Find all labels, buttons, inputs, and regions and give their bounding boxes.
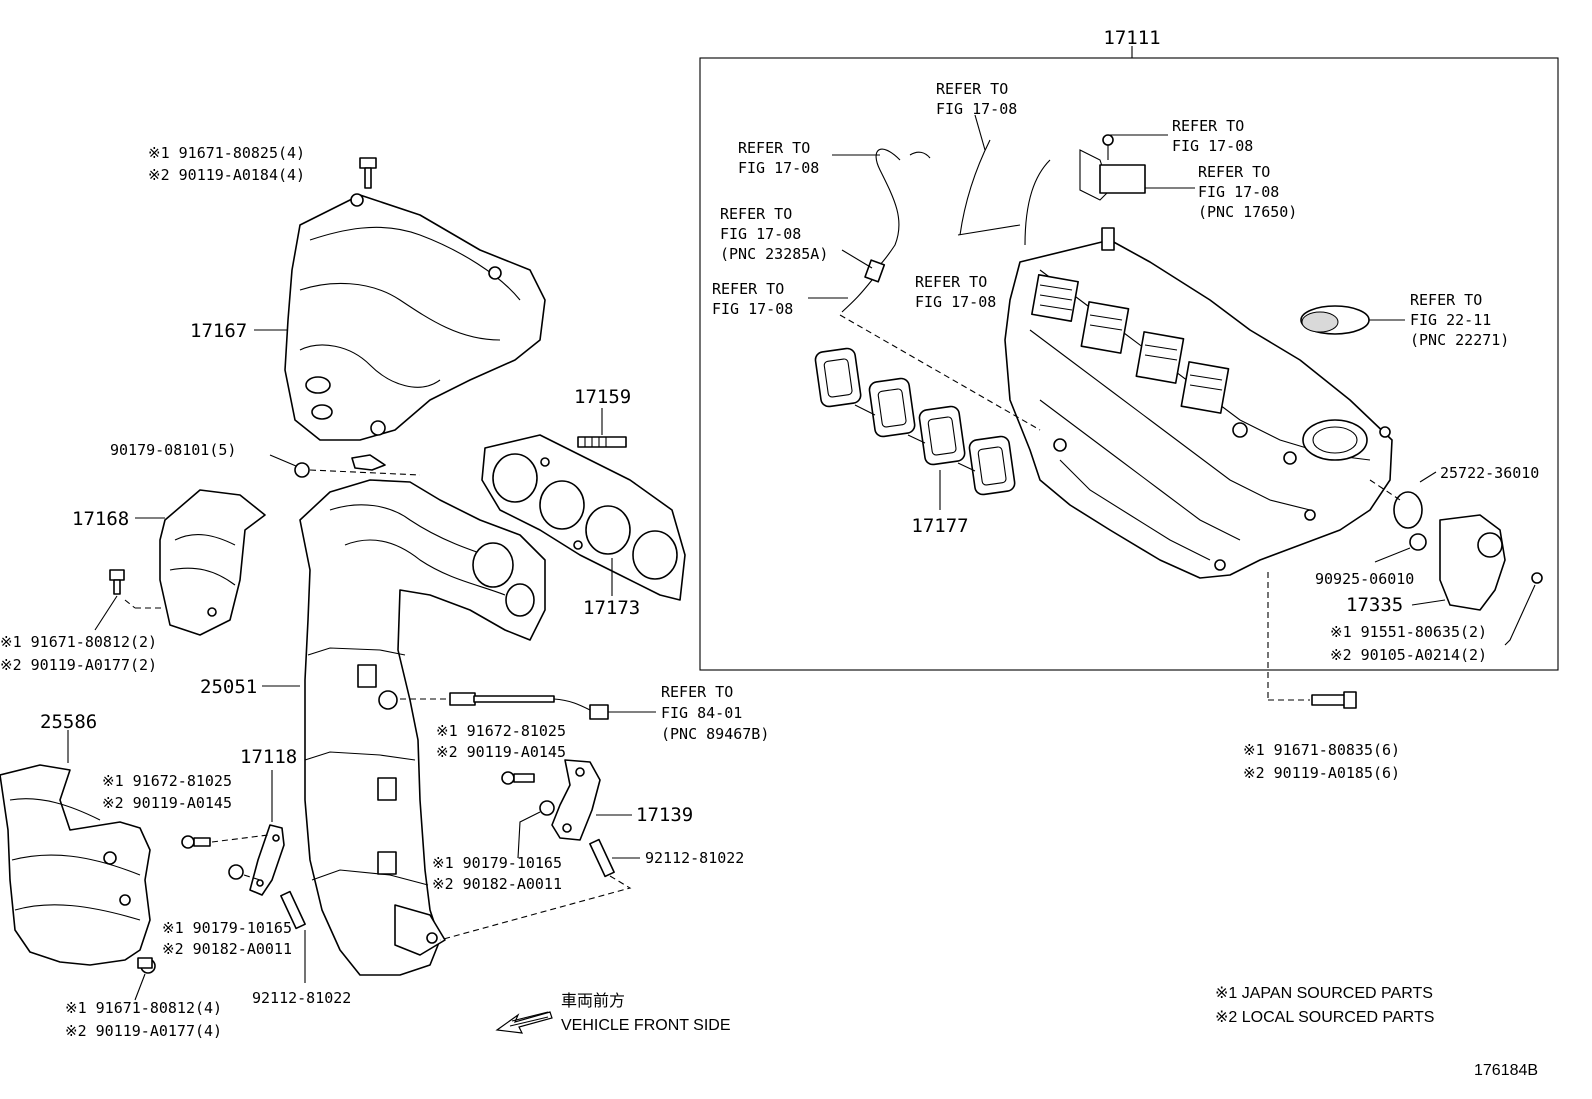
bracket-bolt-1[interactable]: ※1 91672-81025 bbox=[102, 772, 232, 790]
assembly-box bbox=[699, 57, 1559, 671]
label-17168[interactable]: 17168 bbox=[72, 508, 129, 530]
nut-low-2[interactable]: ※2 90182-A0011 bbox=[162, 940, 292, 958]
label-17111[interactable]: 17111 bbox=[1103, 27, 1160, 49]
heat-insulator-17168[interactable] bbox=[159, 489, 266, 636]
mid-nut[interactable] bbox=[539, 800, 555, 816]
bottom-bolt-1[interactable]: ※1 91671-80812(4) bbox=[65, 999, 222, 1017]
refer-4-line3[interactable]: (PNC 17650) bbox=[1198, 203, 1297, 221]
top-bolt[interactable] bbox=[359, 157, 377, 189]
bracket-bolt-2[interactable]: ※2 90119-A0145 bbox=[102, 794, 232, 812]
refer-8-line3[interactable]: (PNC 22271) bbox=[1410, 331, 1509, 349]
label-92112-81022-right[interactable]: 92112-81022 bbox=[645, 849, 744, 867]
label-17118[interactable]: 17118 bbox=[240, 746, 297, 768]
refer-3-line2[interactable]: FIG 17-08 bbox=[1172, 137, 1253, 155]
top-bolt-2[interactable]: ※2 90119-A0184(4) bbox=[148, 166, 305, 184]
sensor-bolt-1[interactable]: ※1 91672-81025 bbox=[436, 722, 566, 740]
refer-1-line1[interactable]: REFER TO bbox=[738, 139, 810, 157]
gasket-ring[interactable] bbox=[1393, 491, 1423, 529]
refer-2-line1[interactable]: REFER TO bbox=[936, 80, 1008, 98]
legend-note-1: ※1 JAPAN SOURCED PARTS bbox=[1215, 985, 1433, 1002]
refer-8-line1[interactable]: REFER TO bbox=[1410, 291, 1482, 309]
refer-5-line2[interactable]: FIG 17-08 bbox=[720, 225, 801, 243]
label-17177[interactable]: 17177 bbox=[911, 515, 968, 537]
label-17139[interactable]: 17139 bbox=[636, 804, 693, 826]
label-17335[interactable]: 17335 bbox=[1346, 594, 1403, 616]
label-17159[interactable]: 17159 bbox=[574, 386, 631, 408]
refer-4-line2[interactable]: FIG 17-08 bbox=[1198, 183, 1279, 201]
label-92112-81022-lower[interactable]: 92112-81022 bbox=[252, 989, 351, 1007]
manifold-bolt-2[interactable]: ※2 90119-A0185(6) bbox=[1243, 764, 1400, 782]
bracket-17139[interactable] bbox=[551, 759, 601, 841]
label-90179-08101[interactable]: 90179-08101(5) bbox=[110, 441, 236, 459]
intake-gaskets[interactable] bbox=[814, 347, 1016, 496]
label-25051[interactable]: 25051 bbox=[200, 676, 257, 698]
refer-3-line1[interactable]: REFER TO bbox=[1172, 117, 1244, 135]
refer-7-line2[interactable]: FIG 17-08 bbox=[915, 293, 996, 311]
nut-mid-1[interactable]: ※1 90179-10165 bbox=[432, 854, 562, 872]
sensor-bolt-2[interactable]: ※2 90119-A0145 bbox=[436, 743, 566, 761]
top-bolt-1[interactable]: ※1 91671-80825(4) bbox=[148, 144, 305, 162]
refer-8-line2[interactable]: FIG 22-11 bbox=[1410, 311, 1491, 329]
direction-jp: 車両前方 bbox=[561, 992, 625, 1010]
stud-lower[interactable] bbox=[280, 890, 306, 930]
refer-5-line3[interactable]: (PNC 23285A) bbox=[720, 245, 828, 263]
legend-note-2: ※2 LOCAL SOURCED PARTS bbox=[1215, 1009, 1434, 1026]
sensor-bolt[interactable] bbox=[501, 771, 535, 785]
oxygen-sensor[interactable] bbox=[449, 692, 609, 720]
nut-mid-2[interactable]: ※2 90182-A0011 bbox=[432, 875, 562, 893]
manifold-bolt[interactable] bbox=[1311, 691, 1357, 709]
bracket-bolt[interactable] bbox=[181, 835, 211, 849]
figure-id: 176184B bbox=[1474, 1062, 1538, 1079]
left-bolt[interactable] bbox=[109, 569, 125, 595]
exhaust-manifold-25051[interactable] bbox=[299, 454, 546, 976]
intake-manifold-group: 17111 bbox=[699, 27, 1559, 671]
direction-label: VEHICLE FRONT SIDE bbox=[561, 1017, 731, 1034]
refer-6-line2[interactable]: FIG 17-08 bbox=[712, 300, 793, 318]
refer-4-line1[interactable]: REFER TO bbox=[1198, 163, 1270, 181]
manifold-nut[interactable] bbox=[294, 462, 310, 478]
bracket-17118[interactable] bbox=[249, 824, 285, 896]
refer-6-line1[interactable]: REFER TO bbox=[712, 280, 784, 298]
label-17173[interactable]: 17173 bbox=[583, 597, 640, 619]
label-90925-06010[interactable]: 90925-06010 bbox=[1315, 570, 1414, 588]
refer-9-line3[interactable]: (PNC 89467B) bbox=[661, 725, 769, 743]
tb-bolt-2[interactable]: ※2 90105-A0214(2) bbox=[1330, 646, 1487, 664]
refer-9-line2[interactable]: FIG 84-01 bbox=[661, 704, 742, 722]
bottom-bolt-2[interactable]: ※2 90119-A0177(4) bbox=[65, 1022, 222, 1040]
label-25722-36010[interactable]: 25722-36010 bbox=[1440, 464, 1539, 482]
manifold-bolt-1[interactable]: ※1 91671-80835(6) bbox=[1243, 741, 1400, 759]
refer-5-line1[interactable]: REFER TO bbox=[720, 205, 792, 223]
intake-screen[interactable] bbox=[1300, 305, 1370, 335]
vehicle-front-arrow-icon bbox=[495, 1011, 553, 1034]
bottom-bolt[interactable] bbox=[137, 957, 156, 974]
low-nut[interactable] bbox=[228, 864, 244, 880]
heat-insulator-25586[interactable] bbox=[0, 764, 151, 966]
refer-1-line2[interactable]: FIG 17-08 bbox=[738, 159, 819, 177]
tb-bolt-1[interactable]: ※1 91551-80635(2) bbox=[1330, 623, 1487, 641]
stud-17159[interactable] bbox=[577, 436, 627, 448]
stud-right[interactable] bbox=[589, 838, 615, 878]
refer-7-line1[interactable]: REFER TO bbox=[915, 273, 987, 291]
left-bolt-1[interactable]: ※1 91671-80812(2) bbox=[0, 633, 157, 651]
refer-9-line1[interactable]: REFER TO bbox=[661, 683, 733, 701]
exhaust-gasket-17173[interactable] bbox=[481, 434, 686, 601]
intake-manifold[interactable] bbox=[1004, 227, 1393, 579]
refer-2-line2[interactable]: FIG 17-08 bbox=[936, 100, 1017, 118]
label-25586[interactable]: 25586 bbox=[40, 711, 97, 733]
throttle-bolt[interactable] bbox=[1531, 572, 1543, 584]
nut-low-1[interactable]: ※1 90179-10165 bbox=[162, 919, 292, 937]
label-17167[interactable]: 17167 bbox=[190, 320, 247, 342]
throttle-body[interactable] bbox=[1409, 514, 1506, 611]
left-bolt-2[interactable]: ※2 90119-A0177(2) bbox=[0, 656, 157, 674]
heat-insulator-17167[interactable] bbox=[284, 193, 546, 441]
